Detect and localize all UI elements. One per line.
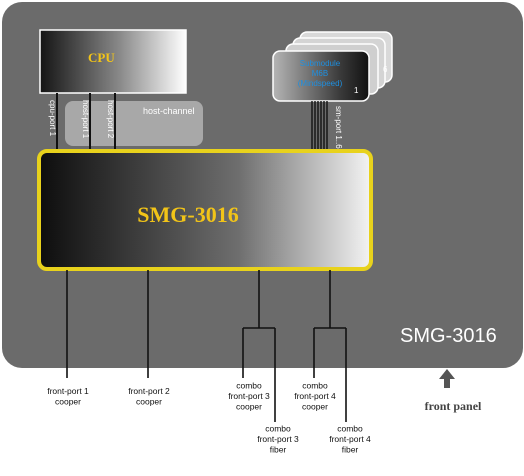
front-port-label-line: front-port 2 <box>128 386 170 396</box>
front-port-label-line: front-port 3 <box>257 434 299 444</box>
front-port-label-line: cooper <box>55 396 81 406</box>
front-port-label-line: fiber <box>270 445 287 455</box>
submodule-label-line3: (Mindspeed) <box>298 79 343 88</box>
up-arrow-icon <box>439 369 455 379</box>
host-port-2-label: host-port 2 <box>106 100 115 139</box>
cpu-box <box>39 29 187 94</box>
front-port-label-line: fiber <box>342 445 359 455</box>
sm-port-label: sm-port 1..6 <box>334 106 343 149</box>
front-port-label-line: cooper <box>136 396 162 406</box>
front-port-label-line: front-port 3 <box>228 391 270 401</box>
host-port-1-label: host-port 1 <box>81 100 90 139</box>
front-port-3-wires <box>242 270 276 422</box>
host-channel-box <box>65 101 203 146</box>
cpu-label: CPU <box>88 50 115 65</box>
chassis-label: SMG-3016 <box>400 325 497 347</box>
front-port-label-line: front-port 4 <box>294 391 336 401</box>
switch-box <box>37 149 373 271</box>
front-panel-indicator: front panel <box>425 369 482 413</box>
front-port-label-line: combo <box>236 381 262 391</box>
submodule-label-line1: Submodule <box>300 59 341 68</box>
submodule-first-index: 1 <box>354 86 359 95</box>
cpu-port-label: cpu-port 1 <box>48 100 57 137</box>
up-arrow-icon-shaft <box>444 378 450 388</box>
host-channel-label: host-channel <box>143 106 195 116</box>
submodule-label-line2: M6B <box>312 69 328 78</box>
front-port-label-line: combo <box>337 424 363 434</box>
front-port-label-line: cooper <box>236 402 262 412</box>
front-port-label-line: combo <box>265 424 291 434</box>
front-port-label-line: front-port 1 <box>47 386 89 396</box>
submodule-last-index: 6 <box>383 65 388 74</box>
front-port-label-line: cooper <box>302 402 328 412</box>
front-port-label-line: combo <box>302 381 328 391</box>
front-port-label-line: front-port 4 <box>329 434 371 444</box>
switch-label: SMG-3016 <box>137 202 238 227</box>
front-port-4-wires <box>313 270 347 422</box>
front-panel-label: front panel <box>425 399 482 413</box>
sm-port-bundle <box>311 101 328 152</box>
